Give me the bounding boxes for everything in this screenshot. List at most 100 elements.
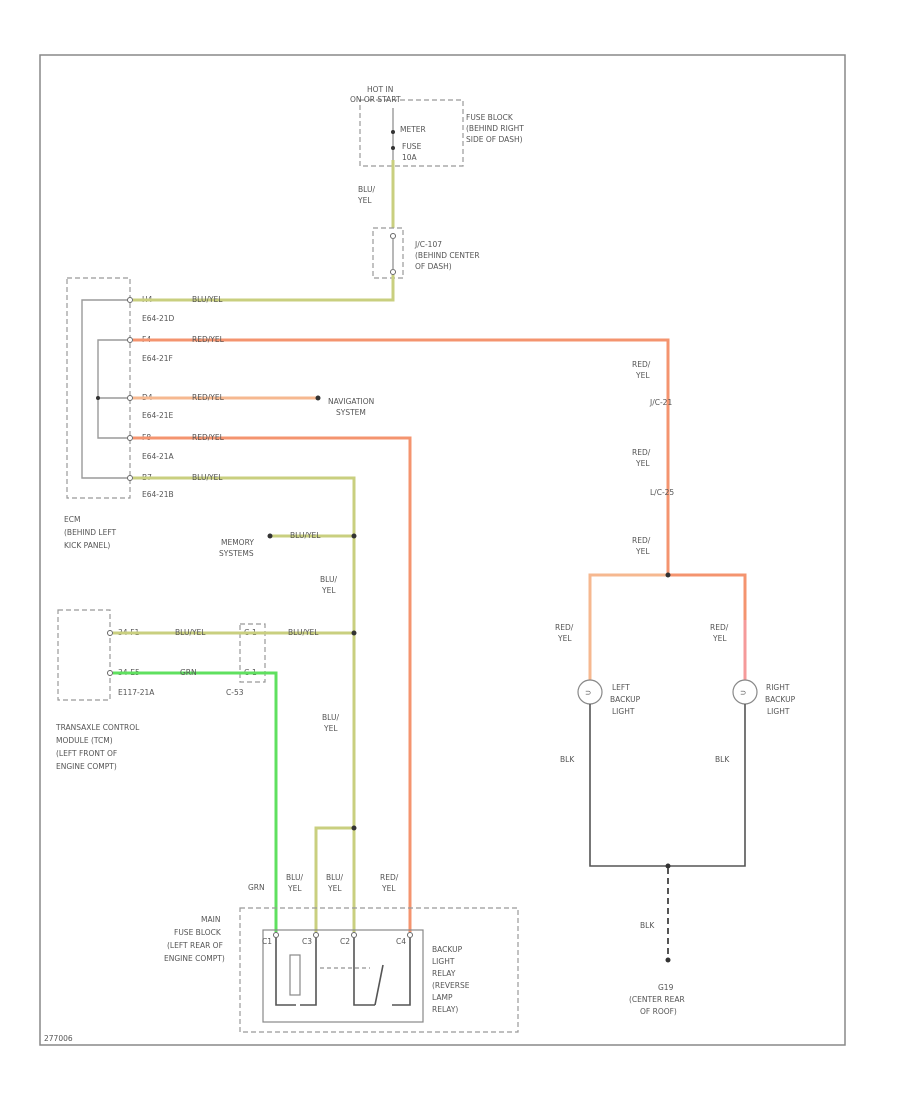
right-light-wire-label-2: YEL [712, 634, 727, 643]
memory-label-2: SYSTEMS [219, 549, 254, 558]
relay-wire-label-2b: YEL [327, 884, 342, 893]
tcm-label-2: MODULE (TCM) [56, 736, 113, 745]
hot-in-label: HOT IN [367, 85, 393, 94]
relay-pin-label-2: C3 [302, 937, 312, 946]
ground-wire-label: BLK [640, 921, 655, 930]
bulb-icon: ⊃ [585, 688, 591, 697]
fuse-word: FUSE [402, 142, 422, 151]
connector-c53-label: C-53 [226, 688, 244, 697]
right-light-wire-label: RED/ [710, 623, 729, 632]
tcm-label: TRANSAXLE CONTROL [55, 723, 140, 732]
relay-label: BACKUP [432, 945, 463, 954]
lc25-label: L/C-25 [650, 488, 674, 497]
left-light-label-2: BACKUP [610, 695, 641, 704]
tcm-connector-label: E117-21A [118, 688, 155, 697]
left-light-blk-label: BLK [560, 755, 575, 764]
ecm-wire-label-h4: BLU/YEL [192, 295, 223, 304]
left-light-label-3: LIGHT [612, 707, 635, 716]
ecm-connector-label-1: E64-21D [142, 314, 175, 323]
navigation-label: NAVIGATION [328, 397, 374, 406]
red-yel-label-c-2: YEL [635, 547, 650, 556]
ecm-pin-d4 [127, 395, 133, 401]
relay-pin-label-3: C2 [340, 937, 350, 946]
ecm-wire-label-b7: BLU/YEL [192, 473, 223, 482]
ground-location-2: OF ROOF) [640, 1007, 677, 1016]
blu-yel-label-b-2: YEL [323, 724, 338, 733]
ecm-connector-label-4: E64-21A [142, 452, 175, 461]
hot-in-condition: ON OR START [350, 95, 401, 104]
ecm-connector-label-5: E64-21B [142, 490, 174, 499]
fuse-block-top: HOT IN ON OR START METER FUSE 10A FUSE B… [350, 85, 524, 167]
relay-wire-label-grn: GRN [248, 883, 265, 892]
relay-wire-label-1: BLU/ [286, 873, 303, 882]
relay-label-5: LAMP [432, 993, 453, 1002]
fuse-name: METER [400, 125, 426, 134]
red-yel-label-a: RED/ [632, 360, 651, 369]
ecm-pin-b7 [127, 475, 133, 481]
tcm-wire-label-1b: BLU/YEL [288, 628, 319, 637]
relay-pin-label-1: C1 [262, 937, 272, 946]
ecm-wire-label-f8: RED/YEL [192, 433, 225, 442]
diagram-border [39, 54, 846, 1046]
ecm-label: ECM [64, 515, 80, 524]
relay-label-4: (REVERSE [432, 981, 470, 990]
left-light-wire-label-2: YEL [557, 634, 572, 643]
right-light-blk-label: BLK [715, 755, 730, 764]
navigation-label-2: SYSTEM [336, 408, 366, 417]
blu-yel-label-a: BLU/ [320, 575, 337, 584]
main-fuse-label-4: ENGINE COMPT) [164, 954, 225, 963]
red-yel-label-b-2: YEL [635, 459, 650, 468]
tcm-wire-label-1: BLU/YEL [175, 628, 206, 637]
ecm-connector-label-2: E64-21F [142, 354, 173, 363]
ecm-pin-h4 [127, 297, 133, 303]
fuse-block-location: (BEHIND RIGHT [466, 124, 524, 133]
memory-wire-label: BLU/YEL [290, 531, 321, 540]
ecm-box: ECM (BEHIND LEFT KICK PANEL) [64, 277, 131, 550]
relay-label-3: RELAY [432, 969, 456, 978]
red-yel-label-b: RED/ [632, 448, 651, 457]
jc21-label: J/C-21 [649, 398, 672, 407]
tcm-label-4: ENGINE COMPT) [56, 762, 117, 771]
jc-label: J/C-107 [414, 240, 442, 249]
main-fuse-block: MAIN FUSE BLOCK (LEFT REAR OF ENGINE COM… [164, 907, 519, 1033]
fuse-block-location-2: SIDE OF DASH) [466, 135, 523, 144]
ecm-wire-label-f4: RED/YEL [192, 335, 225, 344]
backup-light-relay: C1 C3 C2 C4 BACKUP LIGHT RELAY (REVERSE … [262, 932, 470, 1014]
jc-location: (BEHIND CENTER [415, 251, 480, 260]
main-fuse-label-3: (LEFT REAR OF [167, 941, 223, 950]
right-backup-light: ⊃ RIGHT BACKUP LIGHT [732, 679, 796, 716]
red-yel-label-c: RED/ [632, 536, 651, 545]
relay-label-6: RELAY) [432, 1005, 458, 1014]
left-backup-light: ⊃ LEFT BACKUP LIGHT [577, 679, 641, 716]
ecm-pin-f4 [127, 337, 133, 343]
relay-wire-label-1b: YEL [287, 884, 302, 893]
red-yel-label-a-2: YEL [635, 371, 650, 380]
left-light-label: LEFT [612, 683, 630, 692]
relay-wire-label-3b: YEL [381, 884, 396, 893]
tcm-wire-label-2: GRN [180, 668, 197, 677]
wire-label-blu: BLU/ [358, 185, 375, 194]
junction-connector-107: J/C-107 (BEHIND CENTER OF DASH) [372, 227, 480, 279]
relay-wire-label-2: BLU/ [326, 873, 343, 882]
relay-wire-label-3: RED/ [380, 873, 399, 882]
memory-label: MEMORY [221, 538, 254, 547]
ground-id: G19 [658, 983, 674, 992]
ecm-wire-label-d4: RED/YEL [192, 393, 225, 402]
ecm-location-2: KICK PANEL) [64, 541, 110, 550]
relay-label-2: LIGHT [432, 957, 455, 966]
connector-c53 [239, 623, 266, 683]
wire-label-yel: YEL [357, 196, 372, 205]
right-light-label: RIGHT [766, 683, 790, 692]
figure-id: 277006 [44, 1034, 73, 1043]
ecm-location: (BEHIND LEFT [64, 528, 117, 537]
fuse-block-label: FUSE BLOCK [466, 113, 514, 122]
jc-location-2: OF DASH) [415, 262, 452, 271]
ecm-connector-label-3: E64-21E [142, 411, 174, 420]
main-fuse-label-2: FUSE BLOCK [174, 928, 222, 937]
ground-location: (CENTER REAR [629, 995, 685, 1004]
right-light-label-2: BACKUP [765, 695, 796, 704]
main-fuse-label: MAIN [201, 915, 220, 924]
blu-yel-label-b: BLU/ [322, 713, 339, 722]
fuse-rating: 10A [402, 153, 418, 162]
